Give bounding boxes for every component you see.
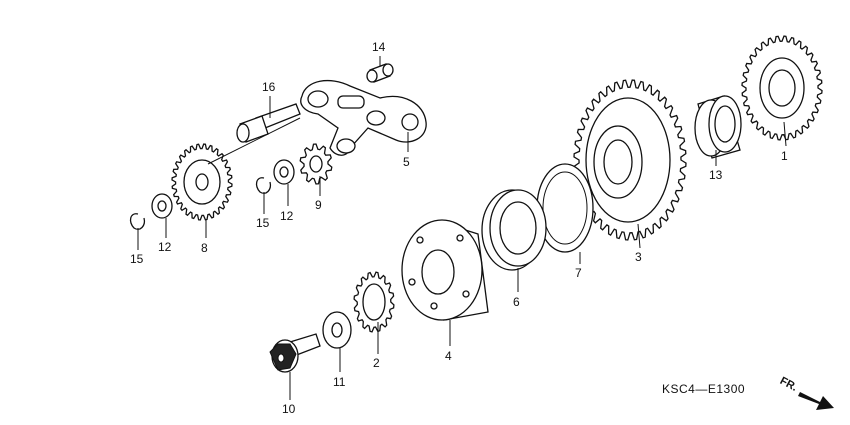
part-9-small-gear <box>299 143 333 185</box>
callout-1: 1 <box>781 149 788 163</box>
callout-12-lower: 12 <box>158 240 172 254</box>
callout-14: 14 <box>372 40 386 54</box>
front-label: FR. <box>778 375 799 394</box>
callout-15-upper: 15 <box>256 216 270 230</box>
alignment-line <box>207 117 301 165</box>
part-2-spur-gear <box>353 271 395 333</box>
leader-lines <box>137 56 787 400</box>
callout-2: 2 <box>373 356 380 370</box>
part-1-gear <box>741 35 823 141</box>
callout-7: 7 <box>575 266 582 280</box>
front-direction-arrow-icon: FR. <box>778 375 834 410</box>
callout-9: 9 <box>315 198 322 212</box>
callout-4: 4 <box>445 349 452 363</box>
part-8-gear <box>171 143 233 221</box>
part-3-starter-gear <box>573 79 687 241</box>
callout-5: 5 <box>403 155 410 169</box>
part-5-reduction-arm <box>300 79 427 156</box>
part-14-dowel-pin <box>366 63 394 83</box>
callout-15-lower: 15 <box>130 252 144 266</box>
callout-3: 3 <box>635 250 642 264</box>
callout-13: 13 <box>709 168 723 182</box>
part-12-washer-upper <box>273 159 295 185</box>
part-4-clutch-outer <box>401 219 489 321</box>
diagram-code: KSC4—E1300 <box>662 382 745 396</box>
part-11-washer <box>322 311 352 349</box>
part-6-one-way-clutch <box>481 189 547 271</box>
callout-10: 10 <box>282 402 296 416</box>
callout-16: 16 <box>262 80 276 94</box>
part-12-washer-lower <box>151 193 173 219</box>
callout-11: 11 <box>333 375 346 389</box>
callout-6: 6 <box>513 295 520 309</box>
part-10-flange-bolt <box>269 333 321 373</box>
part-15-circlip-upper <box>255 177 272 194</box>
callout-8: 8 <box>201 241 208 255</box>
part-13-needle-bearing <box>694 95 742 159</box>
callout-12-upper: 12 <box>280 209 294 223</box>
part-15-circlip-lower <box>129 213 146 230</box>
